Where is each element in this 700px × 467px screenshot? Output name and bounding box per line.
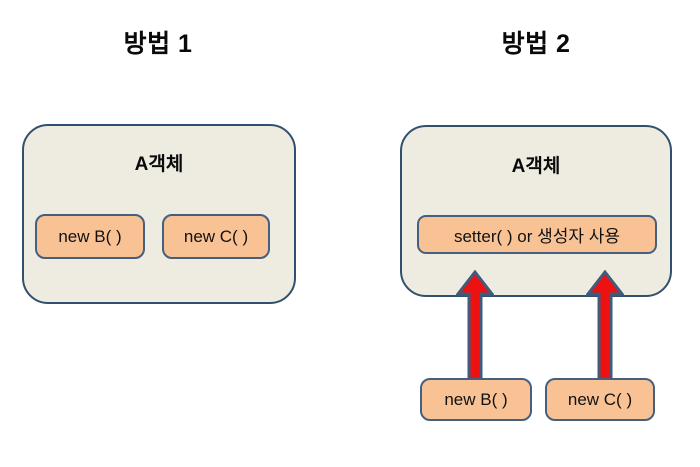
box-new-c-external: new C( ) [545,378,655,421]
column-title-method-2: 방법 2 [501,30,571,58]
box-new-b-external: new B( ) [420,378,532,421]
column-title-method-1: 방법 1 [123,30,193,58]
panel-label-a-object-right: A객체 [511,156,561,177]
box-new-b-inside-left: new B( ) [35,214,145,259]
panel-label-a-object-left: A객체 [134,154,184,175]
arrow-up-icon-b [456,270,494,386]
arrow-up-icon-c [586,270,624,386]
box-setter-or-constructor: setter( ) or 생성자 사용 [417,215,657,254]
box-new-c-inside-left: new C( ) [162,214,270,259]
panel-a-object-method-2: A객체 [400,125,672,297]
